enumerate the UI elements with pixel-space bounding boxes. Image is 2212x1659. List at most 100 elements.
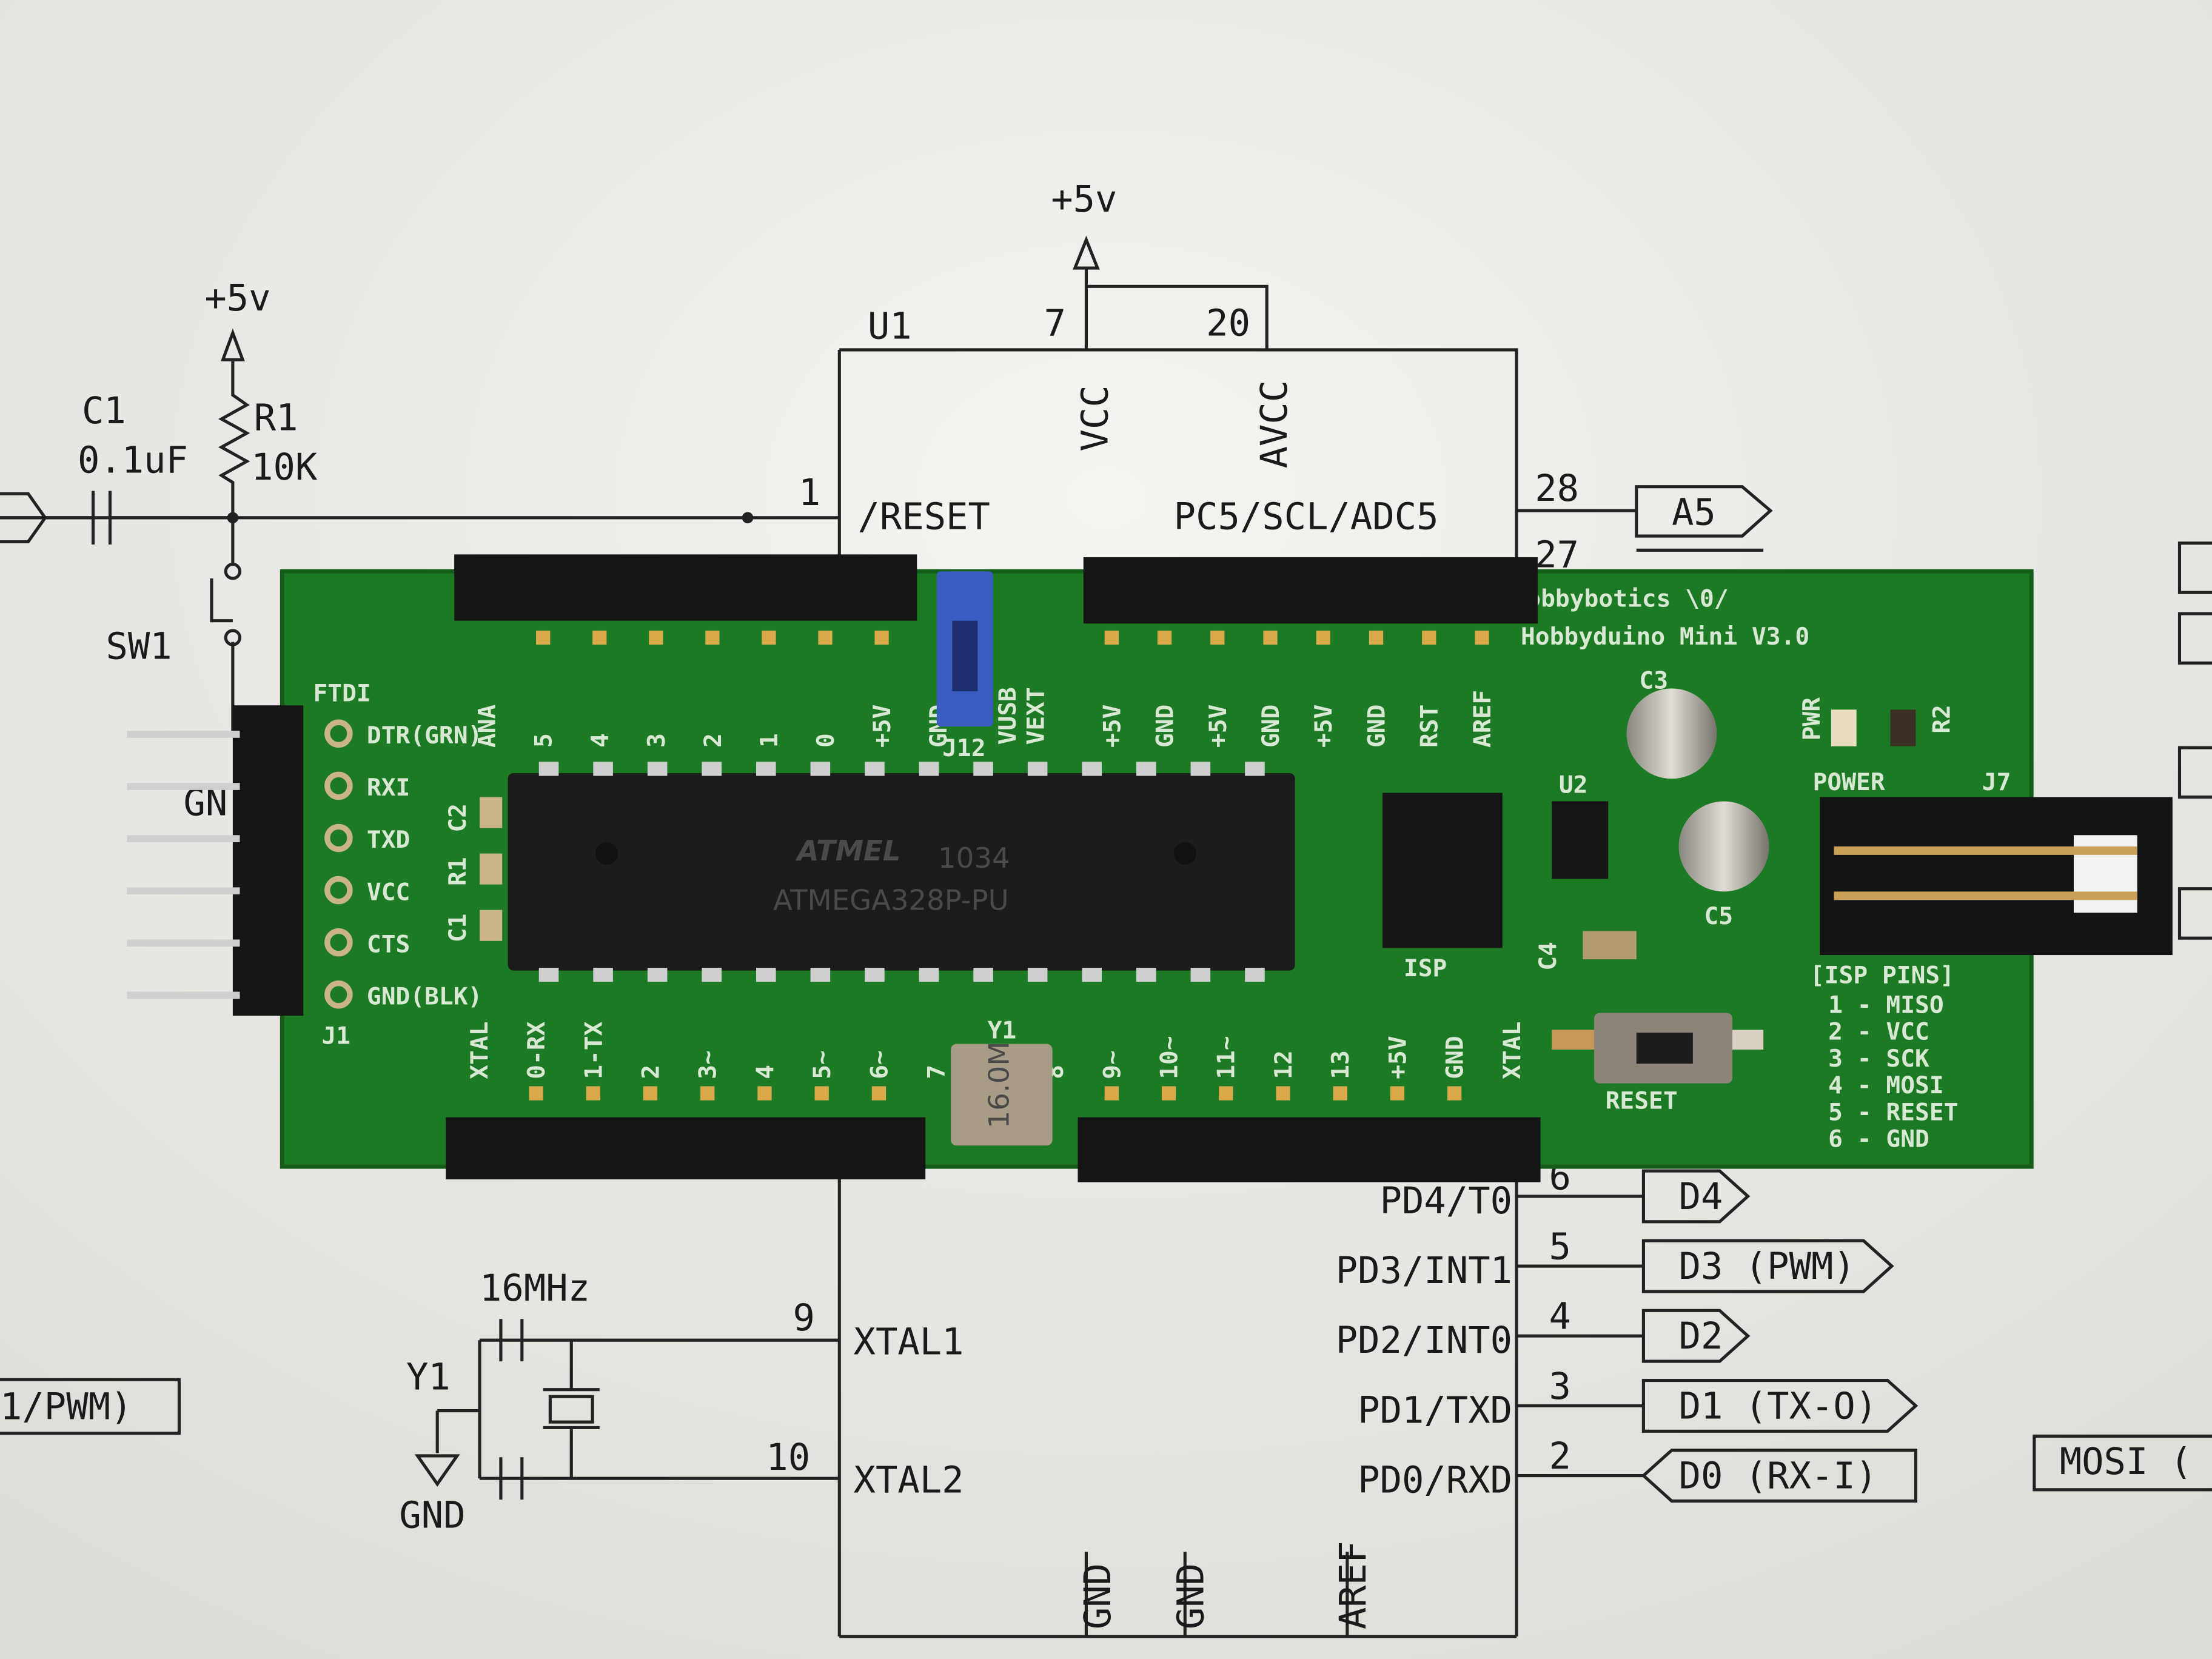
top-right-pin-label: RST xyxy=(1416,705,1444,748)
y1-label: Y1 xyxy=(406,1356,451,1399)
header-pin xyxy=(649,630,663,645)
bottom-left-pin-label: 2 xyxy=(637,1065,665,1079)
header-pin xyxy=(1104,1086,1119,1101)
isp-pins-title: [ISP PINS] xyxy=(1810,962,1954,990)
c2-silk: C2 xyxy=(444,803,472,833)
capacitor-c5 xyxy=(1678,801,1769,892)
net-tag xyxy=(1641,1449,1917,1503)
port-d-pin-name: PD2/INT0 xyxy=(1336,1319,1512,1362)
port-d-pin-name: PD0/RXD xyxy=(1358,1459,1512,1501)
top-right-pin-label: GND xyxy=(1362,705,1390,748)
top-left-pin-label: 1 xyxy=(756,733,783,748)
port-d-pin-number: 3 xyxy=(1549,1366,1571,1408)
header-pin xyxy=(762,630,776,645)
port-d-pin-name: PD3/INT1 xyxy=(1336,1250,1512,1292)
pin1-label: 1 xyxy=(799,472,820,514)
pin20-label: 20 xyxy=(1206,303,1250,345)
model-silk: Hobbyduino Mini V3.0 xyxy=(1521,623,1809,651)
bottom-left-pin-label: XTAL xyxy=(466,1022,494,1079)
left-tag: 1/PWM) xyxy=(0,1386,132,1428)
net-tag-label: D3 (PWM) xyxy=(1679,1245,1855,1288)
top-left-pin-label: 0 xyxy=(812,733,840,748)
header-pin xyxy=(874,630,889,645)
pwr-silk: PWR xyxy=(1798,697,1826,741)
header-pin xyxy=(1422,630,1436,645)
top-left-pin-label: 5 xyxy=(530,733,558,748)
ftdi-pin-label: GND(BLK) xyxy=(367,982,482,1010)
header-top-right xyxy=(1083,557,1538,624)
power-led xyxy=(1831,709,1857,746)
header-pin xyxy=(536,630,551,645)
ftdi-pin-label: VCC xyxy=(367,878,410,906)
isp-pin-entry: 3 - SCK xyxy=(1828,1045,1929,1073)
header-pin xyxy=(1316,630,1330,645)
right-tag: MOSI ( xyxy=(2060,1441,2192,1483)
ftdi-pin-label: DTR(GRN) xyxy=(367,722,482,749)
bottom-left-pin-label: 7 xyxy=(923,1065,951,1079)
gnd-bottom-label: GND xyxy=(399,1495,465,1537)
chip-part: ATMEGA328P-PU xyxy=(773,884,1009,917)
r1-value: 10K xyxy=(251,446,318,489)
pin9-label: 9 xyxy=(793,1297,815,1339)
bottom-right-pin-label: GND xyxy=(1441,1036,1469,1079)
header-pin xyxy=(814,1086,829,1101)
header-pin xyxy=(586,1086,600,1101)
ftdi-header xyxy=(232,705,304,1016)
bottom-left-pin-label: 0-RX xyxy=(523,1021,551,1079)
c3-silk: C3 xyxy=(1639,666,1668,694)
ftdi-pin xyxy=(127,835,240,842)
net-tag-label: D2 xyxy=(1679,1315,1723,1358)
top-left-pin-label: 2 xyxy=(699,733,727,748)
header-pin xyxy=(1263,630,1278,645)
port-d-pin-number: 5 xyxy=(1549,1225,1571,1268)
header-pin xyxy=(1157,630,1172,645)
top-left-pin-label: 4 xyxy=(586,733,614,748)
c4-silk: C4 xyxy=(1534,942,1562,971)
bottom-pin-gnd-1: GND xyxy=(1077,1563,1119,1629)
port-d-pin-name: PD1/TXD xyxy=(1358,1389,1512,1432)
r1-silk: R1 xyxy=(444,857,472,886)
resistor-r2 xyxy=(1890,709,1916,746)
ftdi-pin xyxy=(127,731,240,738)
header-pin xyxy=(1276,1086,1290,1101)
isp-pin-entry: 6 - GND xyxy=(1828,1125,1929,1153)
c5-silk: C5 xyxy=(1704,902,1733,930)
vcc-pin-label: VCC xyxy=(1074,385,1116,451)
capacitor-c4 xyxy=(1583,931,1637,960)
j1-silk: J1 xyxy=(321,1022,350,1050)
crystal-marking: 16.0M xyxy=(982,1042,1015,1129)
header-pin xyxy=(705,630,720,645)
c1-silk: C1 xyxy=(444,913,472,942)
bottom-pin-aref: AREF xyxy=(1332,1541,1375,1630)
header-pin xyxy=(818,630,833,645)
header-bottom-right xyxy=(1078,1117,1541,1182)
bottom-right-pin-label: XTAL xyxy=(1498,1022,1526,1079)
pin7-label: 7 xyxy=(1044,303,1066,345)
bottom-left-pin-label: 1-TX xyxy=(580,1021,608,1079)
pc5-pin-label: PC5/SCL/ADC5 xyxy=(1174,495,1439,538)
top-left-pin-label: +5V xyxy=(868,705,896,748)
net-tag xyxy=(1641,1169,1751,1224)
header-pin xyxy=(1369,630,1384,645)
header-pin xyxy=(757,1086,772,1101)
crystal-silk: Y1 xyxy=(988,1016,1017,1044)
u2-silk: U2 xyxy=(1559,771,1588,799)
header-pin xyxy=(1161,1086,1176,1101)
avcc-pin-label: AVCC xyxy=(1253,380,1296,469)
bottom-right-pin-label: 10~ xyxy=(1155,1036,1183,1079)
isp-pin-entry: 1 - MISO xyxy=(1828,991,1943,1019)
c1-label: C1 xyxy=(82,390,126,432)
ftdi-pin-label: CTS xyxy=(367,930,410,958)
schematic: +5v U1 7 20 VCC AVCC /RESET 1 PC5/SCL/AD… xyxy=(0,178,2212,1638)
header-pin xyxy=(700,1086,715,1101)
isp-pin-entry: 2 - VCC xyxy=(1828,1018,1929,1046)
chip-brand: ATMEL xyxy=(794,834,900,867)
top-right-pin-label: GND xyxy=(1257,705,1285,748)
header-bottom-left xyxy=(446,1117,926,1179)
vcc-top-label: +5v xyxy=(1051,178,1117,221)
bottom-left-pin-label: 4 xyxy=(751,1065,779,1079)
ftdi-pin-label: TXD xyxy=(367,826,410,854)
isp-pin-entry: 5 - RESET xyxy=(1828,1098,1958,1126)
